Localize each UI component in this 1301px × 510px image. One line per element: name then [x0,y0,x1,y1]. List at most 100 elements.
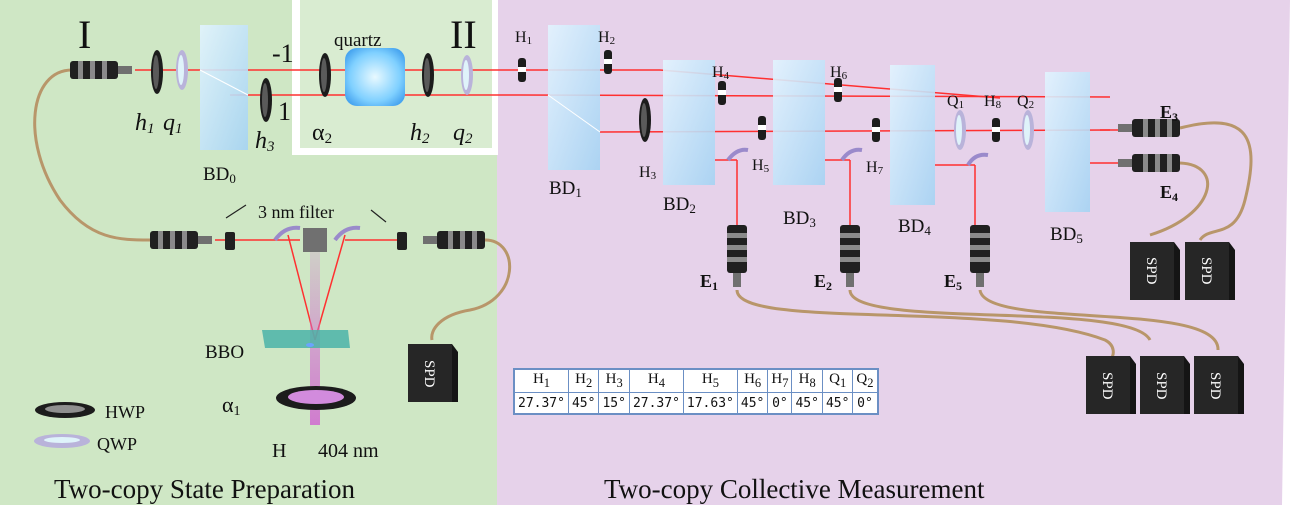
E1-label: E [700,271,712,291]
order-plus1-label: 1 [278,97,291,126]
order-minus1-label: -1 [272,39,294,68]
table-header-cell: H6 [736,368,769,393]
preparation-title: Two-copy State Preparation [54,474,356,504]
bd1 [547,25,601,170]
svg-text:E1: E1 [700,271,718,293]
svg-text:h3: h3 [255,128,275,155]
table-header-cell: H2 [567,368,600,393]
bd5 [1045,72,1090,212]
alpha1-label: α [222,392,234,417]
hwp-legend-label: HWP [105,402,145,422]
bd1-label: BD [549,178,575,199]
svg-text:H5: H5 [752,157,770,175]
svg-text:H3: H3 [639,164,657,182]
table-cell: 45° [567,392,600,415]
H8-label: H [984,93,996,110]
E5-label: E [944,271,956,291]
svg-text:H2: H2 [598,29,615,47]
table-cell: 45° [821,392,854,415]
svg-text:E4: E4 [1160,182,1178,204]
spd-e2-label: SPD [1153,372,1169,400]
svg-text:h2: h2 [410,120,430,147]
svg-text:Q1: Q1 [947,93,964,111]
svg-text:BD2: BD2 [663,194,696,216]
table-header-cell: H3 [598,368,630,393]
H8-plate [992,118,1000,142]
h3-plate [260,78,272,122]
table-cell: 0° [852,392,879,415]
spd-e3-label: SPD [1198,257,1214,285]
svg-text:Q2: Q2 [1017,93,1034,111]
table-cell: 27.37° [513,392,569,415]
table-header-cell: Q1 [821,368,854,393]
table-cell: 45° [791,392,823,415]
svg-text:h1: h1 [135,110,155,137]
E2-label: E [814,271,826,291]
spd-e4-label: SPD [1143,257,1159,285]
svg-text:H6: H6 [830,64,848,82]
qwp-legend-label: QWP [97,434,137,454]
Q2-plate [1022,110,1034,150]
E4-label: E [1160,182,1172,202]
table-header-cell: H4 [628,368,684,393]
Q1-plate [954,110,966,150]
svg-text:α2: α2 [312,120,332,147]
spd-trigger-label: SPD [421,360,437,388]
table-header-cell: H7 [767,368,793,393]
H5-label: H [752,157,764,174]
H3-plate [639,98,651,142]
table-cell: 27.37° [628,392,684,415]
svg-text:BD3: BD3 [783,208,816,230]
bd2 [663,60,715,185]
H5-plate [758,116,766,140]
H1-label: H [515,29,527,46]
table-header-cell: H1 [513,368,569,393]
H1-plate [518,58,526,82]
waveplate-settings-table: H1 H2 H3 H4 H5 H6 H7 H8 Q1 Q2 27.37° 45°… [513,368,879,415]
bd3 [773,60,825,185]
bd5-label: BD [1050,224,1076,245]
bbo-label: BBO [205,342,244,363]
H2-plate [604,50,612,74]
E3-label: E [1160,102,1172,122]
quartz-label: quartz [334,30,381,51]
spd-e5-label: SPD [1207,372,1223,400]
trigger-fiber [430,238,512,341]
table-cell: 15° [598,392,630,415]
H3-label: H [639,164,651,181]
H4-label: H [712,64,724,81]
svg-text:H7: H7 [866,159,884,177]
q1-plate [176,50,188,90]
table-cell: 0° [767,392,793,415]
stage-I-label: I [78,12,91,57]
bd2-label: BD [663,194,689,215]
svg-text:E2: E2 [814,271,832,293]
table-value-row: 27.37° 45° 15° 27.37° 17.63° 45° 0° 45° … [513,392,879,415]
bd4-label: BD [898,216,924,237]
h3-label: h [255,128,267,154]
svg-text:BD0: BD0 [203,164,236,186]
bd0-label: BD [203,164,229,185]
pump-polarization-label: H [272,440,286,462]
h2-label: h [410,120,422,146]
svg-text:E5: E5 [944,271,962,293]
svg-text:H4: H4 [712,64,730,82]
spd-e1-label: SPD [1099,372,1115,400]
q2-label: q [453,120,465,146]
stage-II-label: II [450,12,477,57]
svg-text:BD5: BD5 [1050,224,1083,246]
bd0 [199,25,249,150]
table-cell: 17.63° [682,392,738,415]
svg-text:q2: q2 [453,120,473,147]
pump-wavelength-label: 404 nm [318,440,379,462]
table-header-cell: Q2 [852,368,879,393]
measurement-title: Two-copy Collective Measurement [604,474,985,504]
input-fiber [33,68,151,242]
filter-block [303,228,327,252]
svg-text:H1: H1 [515,29,532,47]
svg-text:BD4: BD4 [898,216,931,238]
bbo-crystal [262,330,350,348]
svg-text:α1: α1 [222,392,241,419]
